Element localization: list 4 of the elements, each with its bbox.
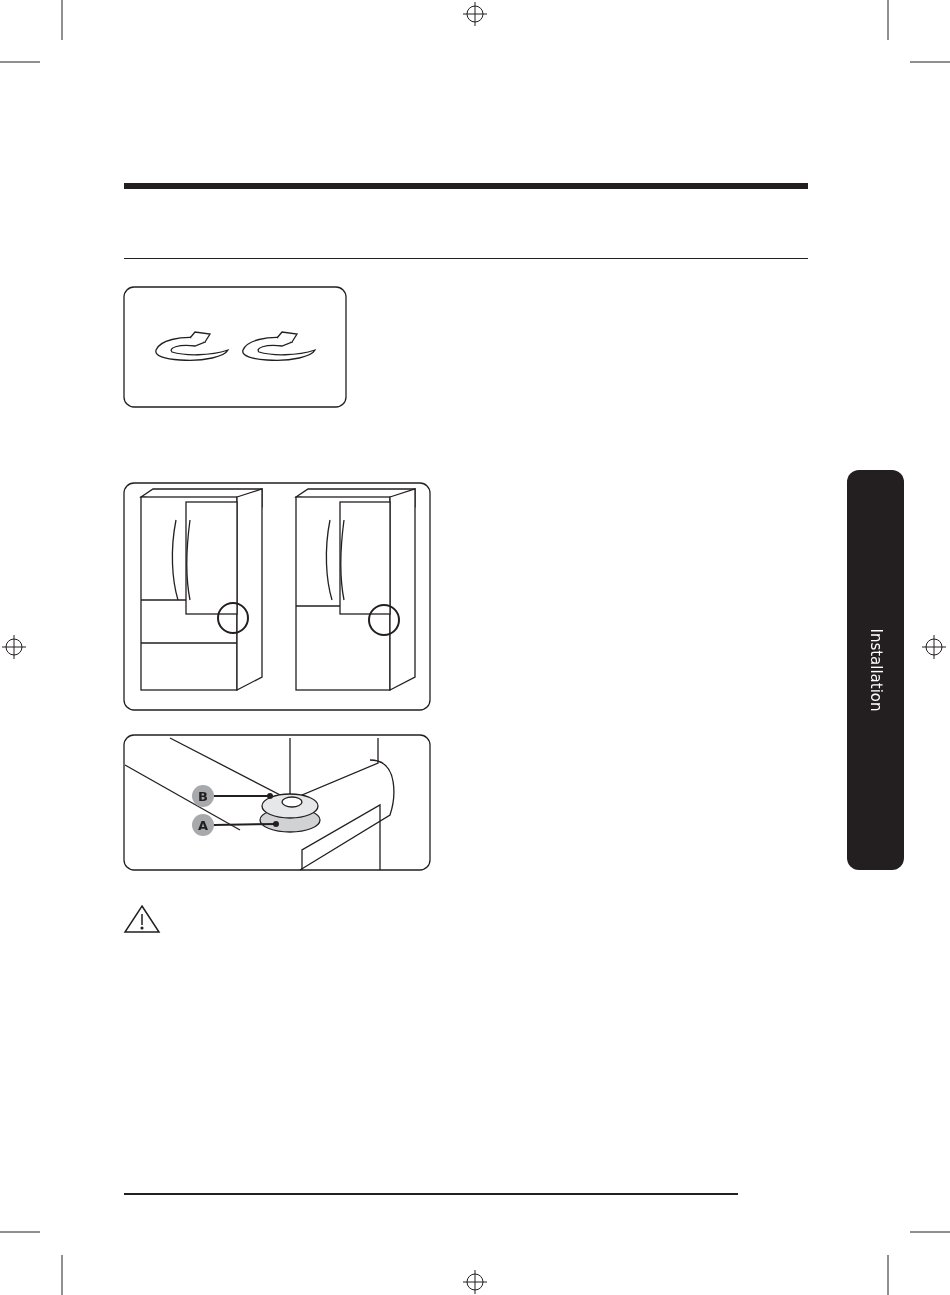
section-title: Installation	[866, 628, 885, 712]
section-tab	[847, 470, 904, 870]
leader-line	[213, 793, 273, 799]
leader-line	[213, 821, 279, 827]
